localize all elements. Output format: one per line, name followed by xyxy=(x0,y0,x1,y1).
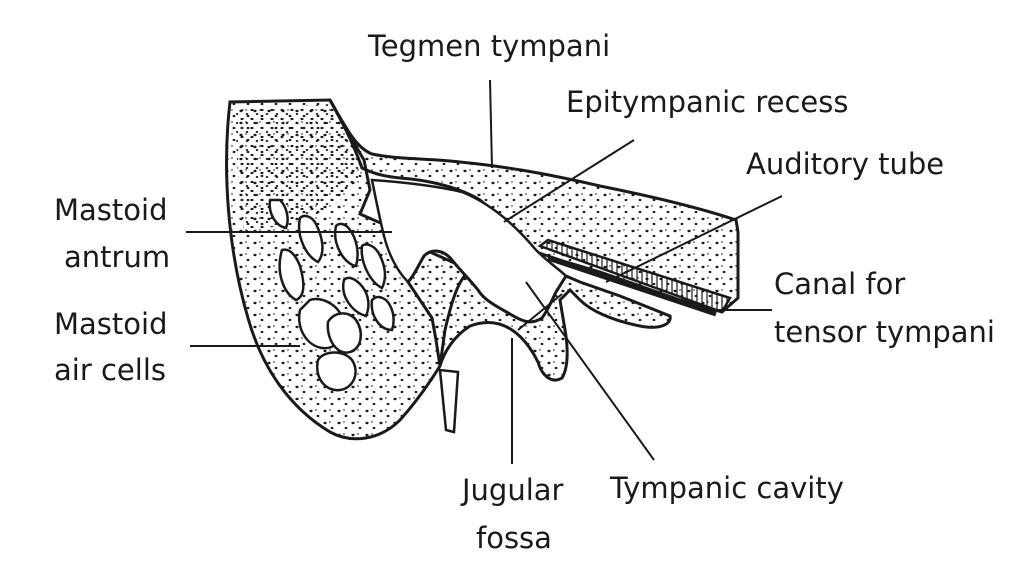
mastoid-air-cells xyxy=(268,198,395,392)
label-jugular-fossa-line2: fossa xyxy=(476,521,552,555)
label-tympanic-cavity: Tympanic cavity xyxy=(610,471,844,505)
label-mastoid-air-cells-line2: air cells xyxy=(54,353,166,387)
label-mastoid-antrum-line1: Mastoid xyxy=(54,193,168,227)
styloid-process xyxy=(438,368,460,434)
label-auditory-tube: Auditory tube xyxy=(746,147,945,181)
mastoid-upper-region xyxy=(236,104,364,232)
label-mastoid-antrum-line2: antrum xyxy=(64,240,171,274)
label-tensor-tympani: tensor tympani xyxy=(774,315,995,349)
auditory-tube-canal xyxy=(537,238,732,314)
label-mastoid-air-cells-line1: Mastoid xyxy=(54,307,168,341)
label-canal-for: Canal for xyxy=(774,267,906,301)
label-jugular-fossa-line1: Jugular xyxy=(462,473,564,507)
leader-lines xyxy=(186,79,783,464)
jugular-bone-region xyxy=(406,249,672,382)
tensor-tympani-canal-line xyxy=(547,255,717,317)
label-tegmen-tympani: Tegmen tympani xyxy=(368,29,611,63)
label-epitympanic-recess: Epitympanic recess xyxy=(566,85,849,119)
tegmen-roof-plate xyxy=(328,99,740,314)
